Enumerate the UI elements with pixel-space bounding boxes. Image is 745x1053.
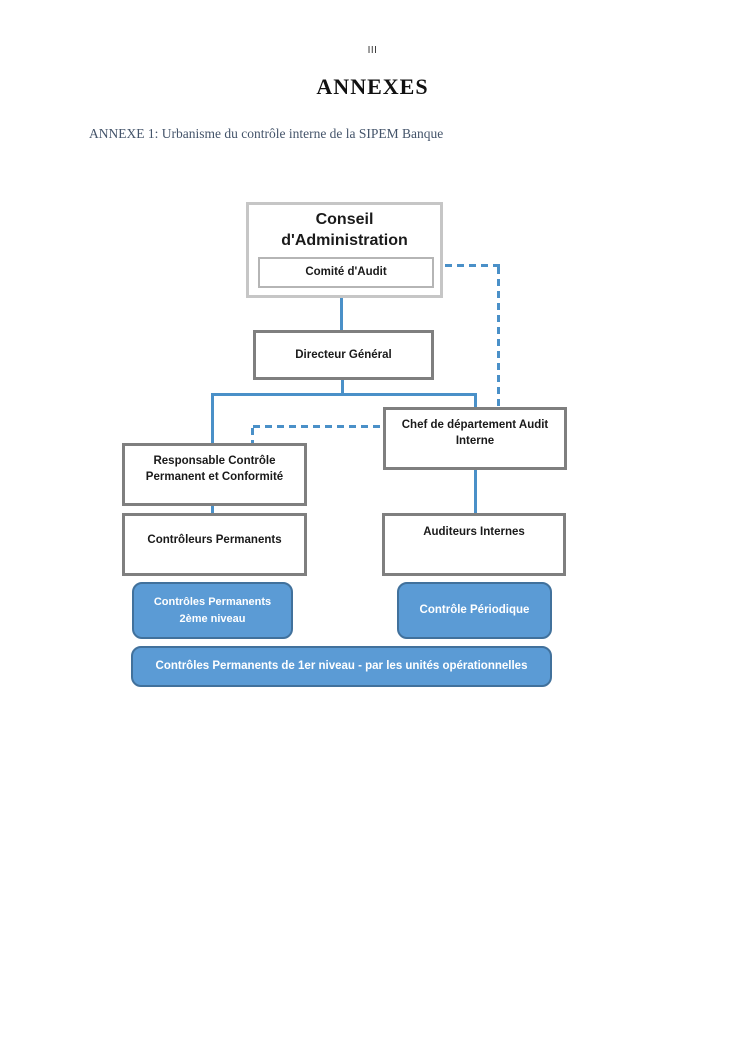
connector-comite-to-directeur [340,289,343,330]
node-controles-permanents-1er-niveau: Contrôles Permanents de 1er niveau - par… [131,646,552,687]
node-controles-permanents-2eme-niveau: Contrôles Permanents 2ème niveau [132,582,293,639]
page-number: III [367,45,378,56]
dashed-connector-chef-left [253,425,383,428]
node-responsable-controle-permanent: Responsable Contrôle Permanent et Confor… [122,443,307,506]
connector-branch-right-vertical [474,395,477,407]
dashed-connector-right-vertical [497,267,500,407]
connector-directeur-stub [341,380,344,394]
annex-heading: ANNEXE 1: Urbanisme du contrôle interne … [89,126,444,141]
section-title: ANNEXES [316,74,429,99]
node-directeur-general: Directeur Général [253,330,434,380]
node-comite-audit: Comité d'Audit [258,257,434,288]
connector-branch-horizontal [211,393,477,396]
connector-branch-left-vertical [211,395,214,443]
dashed-connector-comite-right [433,264,500,267]
node-chef-departement-audit-interne: Chef de département Audit Interne [383,407,567,470]
connector-chef-to-auditeurs [474,470,477,513]
node-controleurs-permanents: Contrôleurs Permanents [122,513,307,576]
node-controle-periodique: Contrôle Périodique [397,582,552,639]
connector-responsable-to-controleurs [211,506,214,513]
dashed-connector-to-responsable [251,428,254,443]
node-auditeurs-internes: Auditeurs Internes [382,513,566,576]
